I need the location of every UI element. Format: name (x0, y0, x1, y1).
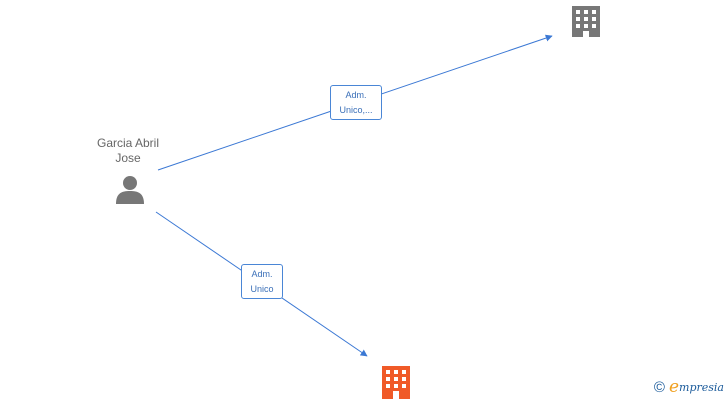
edge-label-company-bottom[interactable]: Adm. Unico (241, 264, 283, 299)
brand-logo-initial: e (668, 377, 680, 397)
building-icon-company-top[interactable] (572, 6, 600, 37)
brand-logo-text: mpresia (679, 380, 724, 394)
edge-label-line1: Adm. (345, 90, 367, 100)
person-name-line1: Garcia Abril (96, 136, 160, 150)
empresia-watermark: © e mpresia (653, 377, 724, 397)
edge-label-company-top[interactable]: Adm. Unico,... (330, 85, 382, 120)
copyright-symbol: © (653, 378, 665, 396)
person-name-line2: Jose (115, 151, 141, 165)
edge-label-line1: Adm. (251, 269, 273, 279)
edge-label-line2: Unico,... (339, 105, 373, 115)
edge-label-line2: Unico (250, 284, 274, 294)
person-icon[interactable] (116, 176, 144, 204)
person-name-label[interactable]: Garcia Abril Jose (68, 136, 188, 166)
building-icon-company-bottom[interactable] (382, 366, 410, 399)
